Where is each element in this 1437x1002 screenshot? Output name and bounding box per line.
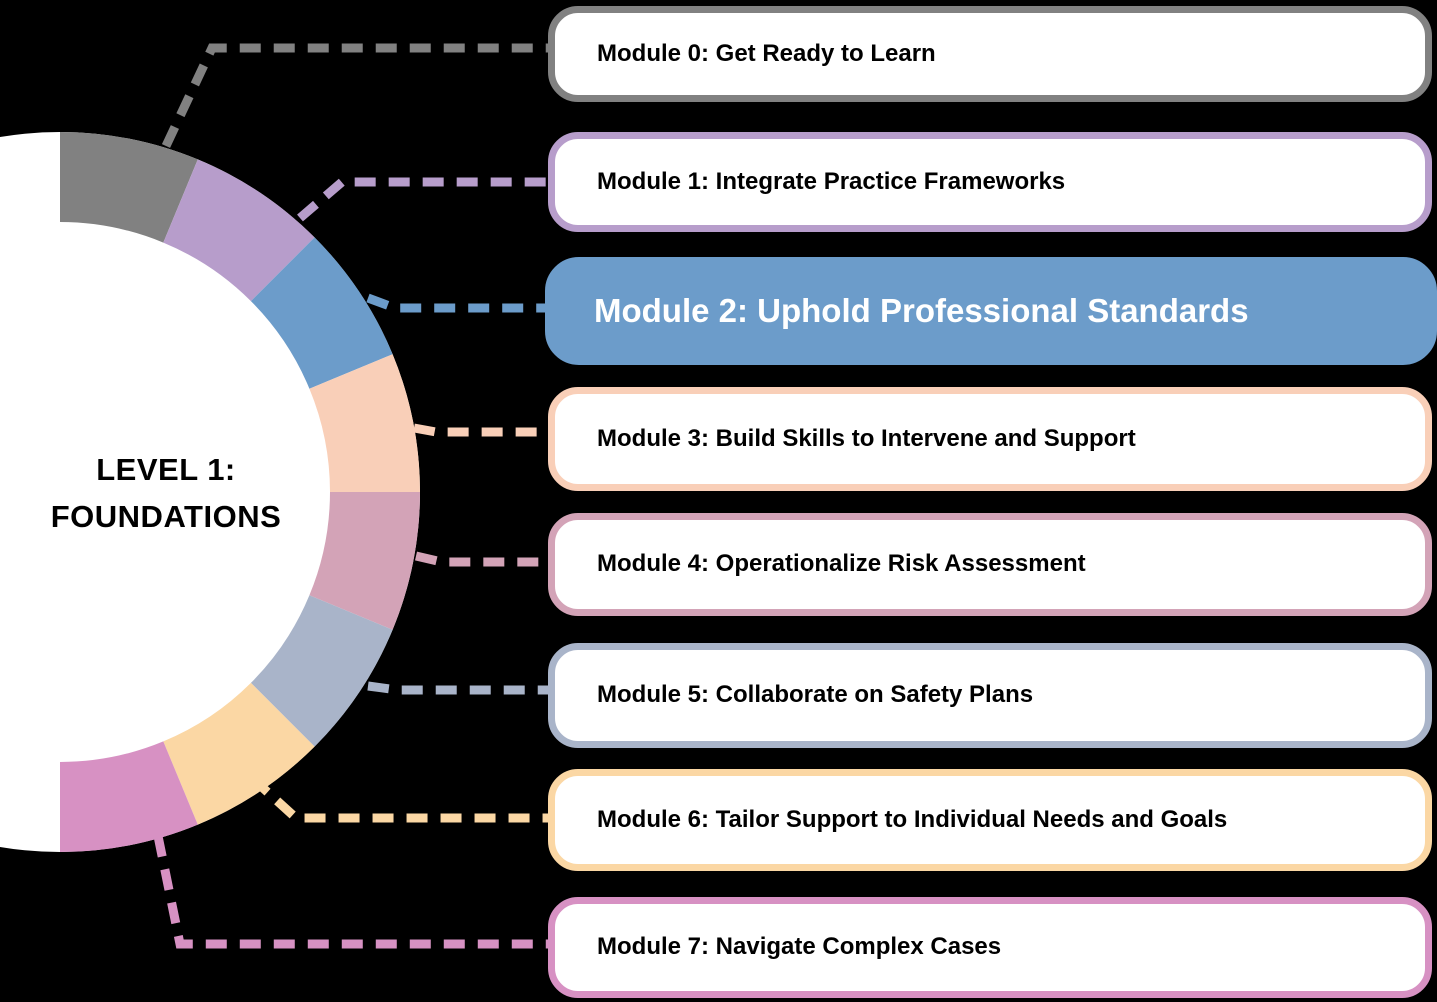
donut-segment-module-5 (250, 595, 393, 747)
donut-segment-module-3 (309, 354, 420, 492)
module-1-box[interactable]: Module 1: Integrate Practice Frameworks (548, 132, 1432, 232)
module-4-box[interactable]: Module 4: Operationalize Risk Assessment (548, 513, 1432, 616)
module-6-box[interactable]: Module 6: Tailor Support to Individual N… (548, 769, 1432, 871)
module-0-label: Module 0: Get Ready to Learn (597, 39, 936, 67)
connector-module-0 (161, 43, 548, 148)
connector-module-6 (248, 774, 548, 823)
module-5-label: Module 5: Collaborate on Safety Plans (597, 681, 1034, 709)
center-label-line1: LEVEL 1: (96, 452, 236, 487)
donut-segment-module-0 (60, 132, 198, 243)
donut-segment-module-4 (309, 492, 420, 630)
connector-module-1 (297, 177, 548, 222)
module-6-label: Module 6: Tailor Support to Individual N… (597, 805, 1228, 833)
module-2-box[interactable]: Module 2: Uphold Professional Standards (545, 257, 1437, 365)
module-1-label: Module 1: Integrate Practice Frameworks (597, 167, 1066, 195)
module-7-label: Module 7: Navigate Complex Cases (597, 933, 1002, 961)
module-7-box[interactable]: Module 7: Navigate Complex Cases (548, 897, 1432, 998)
center-label-line2: FOUNDATIONS (50, 499, 282, 534)
donut-segment-module-1 (163, 159, 315, 302)
module-4-label: Module 4: Operationalize Risk Assessment (597, 550, 1086, 578)
center-label: LEVEL 1: FOUNDATIONS (0, 446, 332, 540)
module-2-label: Module 2: Uphold Professional Standards (594, 292, 1249, 330)
connector-module-2 (366, 293, 548, 313)
connector-module-3 (413, 423, 548, 437)
donut-segment-module-2 (250, 237, 393, 389)
connector-module-4 (414, 551, 548, 567)
connector-module-5 (367, 681, 548, 695)
module-0-box[interactable]: Module 0: Get Ready to Learn (548, 6, 1432, 102)
module-3-box[interactable]: Module 3: Build Skills to Intervene and … (548, 387, 1432, 491)
donut-segment-module-6 (163, 682, 315, 825)
module-3-label: Module 3: Build Skills to Intervene and … (597, 424, 1136, 452)
module-5-box[interactable]: Module 5: Collaborate on Safety Plans (548, 643, 1432, 748)
donut-segment-module-7 (60, 741, 198, 853)
connector-module-7 (153, 835, 548, 949)
